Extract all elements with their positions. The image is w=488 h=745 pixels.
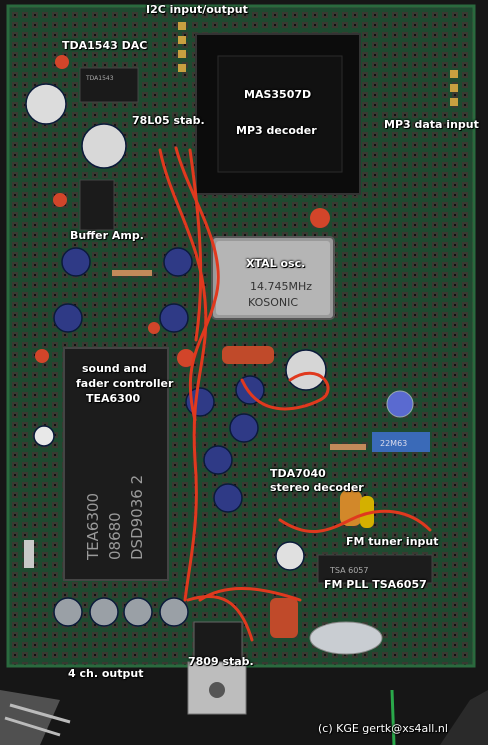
crystal-brand: KOSONIC [248, 296, 298, 309]
label-7809: 7809 stab. [188, 655, 254, 668]
tea-marking-1: TEA6300 [84, 493, 102, 561]
label-output: 4 ch. output [68, 667, 144, 680]
tsa-marking: TSA 6057 [329, 566, 369, 575]
capacitors [25, 83, 327, 627]
label-mas-role: MP3 decoder [236, 124, 317, 137]
label-78l05: 78L05 stab. [132, 114, 205, 127]
tea-marking-3: DSD9036 2 [128, 475, 146, 560]
label-tda7040-2: stereo decoder [270, 481, 364, 494]
crystal-freq: 14.745MHz [250, 280, 312, 293]
buffer-amp-chip [79, 179, 115, 231]
label-sound-3: TEA6300 [86, 392, 141, 405]
tea-marking-2: 08680 [106, 512, 124, 560]
label-credit: (c) KGE gertk@xs4all.nl [318, 722, 448, 735]
label-dac: TDA1543 DAC [62, 39, 148, 52]
label-xtal: XTAL osc. [246, 257, 306, 270]
tsa6057-chip: TSA 6057 [317, 554, 433, 584]
red-wires [158, 146, 432, 642]
axial-capacitor [309, 621, 383, 655]
label-fm-pll: FM PLL TSA6057 [324, 578, 427, 591]
label-sound-2: fader controller [76, 377, 174, 390]
tea6300-chip: TEA6300 08680 DSD9036 2 [63, 347, 169, 581]
header-pins [178, 22, 458, 106]
trimmer-marking: 22M63 [380, 439, 407, 448]
small-components: 22M63 [24, 55, 430, 638]
label-buffer-amp: Buffer Amp. [70, 229, 144, 242]
label-tda7040-1: TDA7040 [270, 467, 326, 480]
regulator-7809 [187, 621, 247, 715]
dac-chip-marking: TDA1543 [85, 75, 114, 82]
green-wire [390, 689, 396, 745]
label-mp3-input: MP3 data input [384, 118, 479, 131]
label-i2c: I2C input/output [146, 3, 248, 16]
label-fm-tuner: FM tuner input [346, 535, 439, 548]
tda1543-chip: TDA1543 [79, 67, 139, 103]
crystal-oscillator: 14.745MHz KOSONIC [211, 236, 335, 320]
label-sound-1: sound and [82, 362, 147, 375]
mas3507d-chip [195, 33, 361, 195]
label-mas-name: MAS3507D [244, 88, 312, 101]
